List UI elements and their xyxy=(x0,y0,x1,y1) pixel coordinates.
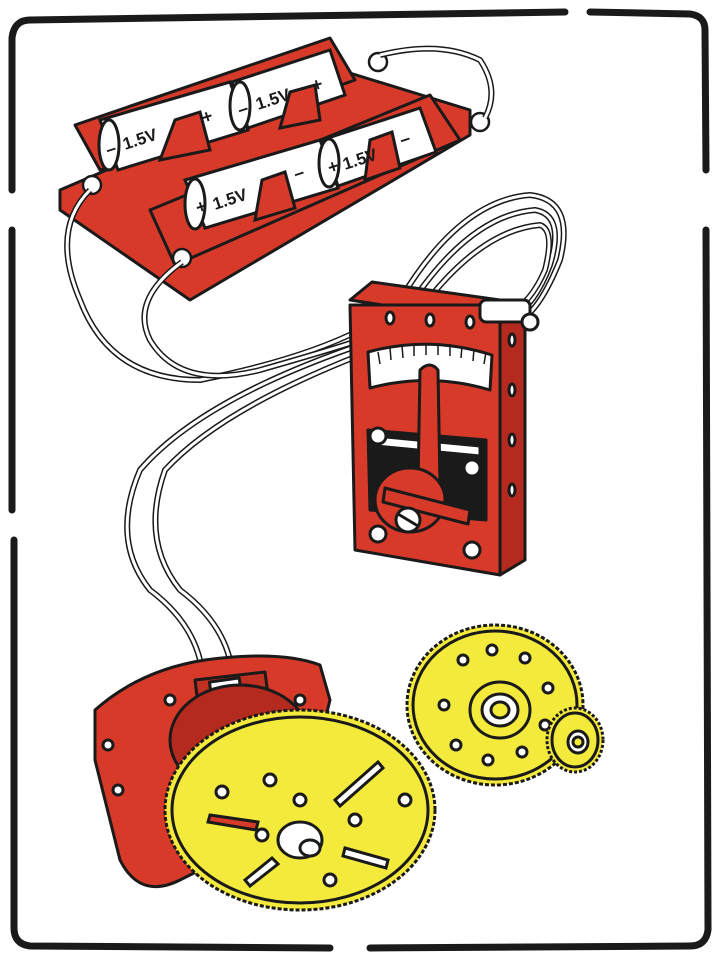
screw-icon xyxy=(370,526,386,542)
screw-icon xyxy=(370,428,386,444)
large-gear xyxy=(165,710,435,910)
screw-icon xyxy=(464,542,480,558)
screw-icon xyxy=(464,460,480,476)
rheostat xyxy=(350,282,538,575)
pinion-gear xyxy=(547,708,603,772)
